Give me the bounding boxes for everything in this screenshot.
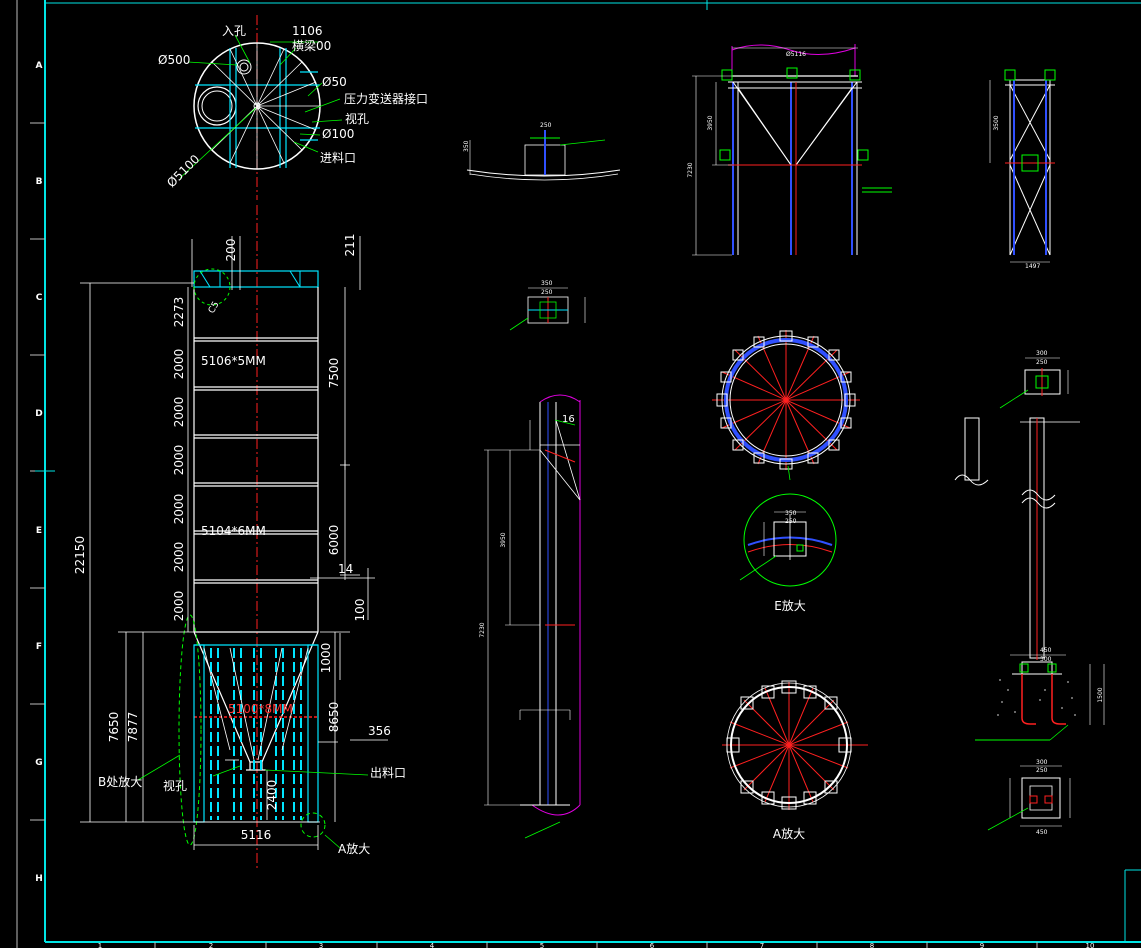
- label-sight-hole: 视孔: [345, 111, 369, 126]
- col-label-10: 10: [1086, 942, 1095, 948]
- label-outlet: 出料口: [370, 766, 406, 780]
- row-label-g: G: [35, 758, 42, 768]
- dim-1000: 1000: [319, 643, 333, 674]
- col-dim-7230: 7230: [479, 622, 486, 637]
- dim-2000-1: 2000: [172, 349, 186, 380]
- sf-dim-3950: 3950: [707, 115, 714, 130]
- dim-dia100: Ø100: [322, 127, 354, 141]
- label-shell-6mm: 5104*6MM: [201, 524, 266, 538]
- dim-2400: 2400: [265, 780, 279, 811]
- dim-5116: 5116: [241, 828, 272, 842]
- dim-14: 14: [338, 562, 353, 576]
- dim-211: 211: [343, 234, 357, 257]
- ss-dim-3500: 3500: [993, 115, 1000, 130]
- cr-dim-450c: 450: [1036, 829, 1048, 836]
- col-dim-16: 16: [562, 414, 575, 425]
- col-label-5: 5: [540, 942, 544, 948]
- label-shell-8mm: 5100*8MM: [228, 702, 293, 716]
- dim-100: 100: [353, 599, 367, 622]
- dim-1106: 1106: [292, 24, 323, 38]
- cr-dim-300c: 300: [1036, 759, 1048, 766]
- col-label-7: 7: [760, 942, 764, 948]
- col-label-6: 6: [650, 942, 655, 948]
- dim-7877: 7877: [126, 712, 140, 743]
- dim-2000-5: 2000: [172, 542, 186, 573]
- dim-7500: 7500: [327, 358, 341, 389]
- dim-2000-2: 2000: [172, 397, 186, 428]
- sd1-dim-250: 250: [540, 122, 552, 129]
- label-pressure-port: 压力变送器接口: [344, 91, 428, 106]
- label-sight: 视孔: [163, 778, 187, 793]
- e-dim-250: 250: [785, 518, 797, 525]
- label-a-enlarge-ring: A放大: [773, 826, 805, 841]
- dim-dia500: Ø500: [158, 53, 190, 67]
- dim-6000: 6000: [327, 525, 341, 556]
- dim-2000-6: 2000: [172, 591, 186, 622]
- section-detail-1: 250 350: [463, 122, 621, 181]
- dim-2273: 2273: [172, 297, 186, 328]
- sf-dim-7230: 7230: [687, 162, 694, 177]
- dim-dia50: Ø50: [322, 75, 347, 89]
- cr-dim-250: 250: [1036, 359, 1048, 366]
- col-dim-3950: 3950: [500, 532, 507, 547]
- row-label-a: A: [36, 61, 43, 71]
- cr-dim-300b: 300: [1040, 656, 1052, 663]
- row-label-f: F: [36, 642, 42, 652]
- sd1-dim-350: 350: [463, 140, 470, 152]
- bd1-dim-250: 250: [541, 289, 553, 296]
- sf-dim-5116: Ø5116: [786, 51, 806, 58]
- dim-2000-4: 2000: [172, 494, 186, 525]
- dim-2000-3: 2000: [172, 445, 186, 476]
- dim-356: 356: [368, 724, 391, 738]
- col-label-8: 8: [870, 942, 874, 948]
- cr-dim-1500: 1500: [1097, 687, 1104, 702]
- bd1-dim-350: 350: [541, 280, 553, 287]
- ring-section-top: [712, 330, 860, 481]
- ss-dim-1497: 1497: [1025, 263, 1040, 270]
- label-inlet: 进料口: [320, 151, 356, 165]
- cr-dim-450: 450: [1040, 647, 1052, 654]
- dim-8650: 8650: [327, 702, 341, 733]
- row-label-e: E: [36, 526, 42, 536]
- drawing-frame: A B C D E F G H 1 2 3 4 5 6 7 8 9 10: [16, 0, 1141, 948]
- label-b-enlarge: B处放大: [98, 774, 142, 789]
- cr-dim-300: 300: [1036, 350, 1048, 357]
- dim-7650: 7650: [107, 712, 121, 743]
- base-detail-1: 350 250: [509, 280, 586, 331]
- row-label-h: H: [35, 874, 43, 884]
- label-shell-5mm: 5106*5MM: [201, 354, 266, 368]
- support-frame-front: 7230 3950 Ø5116: [687, 44, 892, 256]
- column-elevation: 3950 7230 16: [479, 394, 581, 839]
- row-label-d: D: [35, 409, 42, 419]
- col-label-3: 3: [319, 942, 323, 948]
- row-label-b: B: [36, 177, 43, 187]
- col-label-2: 2: [209, 942, 213, 948]
- row-label-c: C: [36, 293, 43, 303]
- col-label-9: 9: [980, 942, 984, 948]
- support-frame-side: 3500 1497: [989, 69, 1056, 270]
- label-e-enlarge: E放大: [774, 598, 806, 613]
- dim-22150: 22150: [73, 536, 87, 574]
- col-label-4: 4: [430, 942, 435, 948]
- detail-e-enlarge: 350 250 E放大: [739, 493, 837, 613]
- label-manhole: 入孔: [222, 24, 246, 38]
- detail-a-enlarge: A放大: [722, 680, 868, 841]
- label-a-enlarge: A放大: [338, 841, 370, 856]
- e-dim-350: 350: [785, 510, 797, 517]
- col-label-1: 1: [98, 942, 102, 948]
- dim-200: 200: [224, 239, 238, 262]
- column-detail-right: 300 250 450 300 1500: [954, 350, 1105, 836]
- label-crossbeam: 横梁00: [292, 38, 331, 53]
- cr-dim-250c: 250: [1036, 767, 1048, 774]
- silo-elevation: 200 211 2273 2000 2000 2000 2000 2000 20…: [73, 205, 406, 870]
